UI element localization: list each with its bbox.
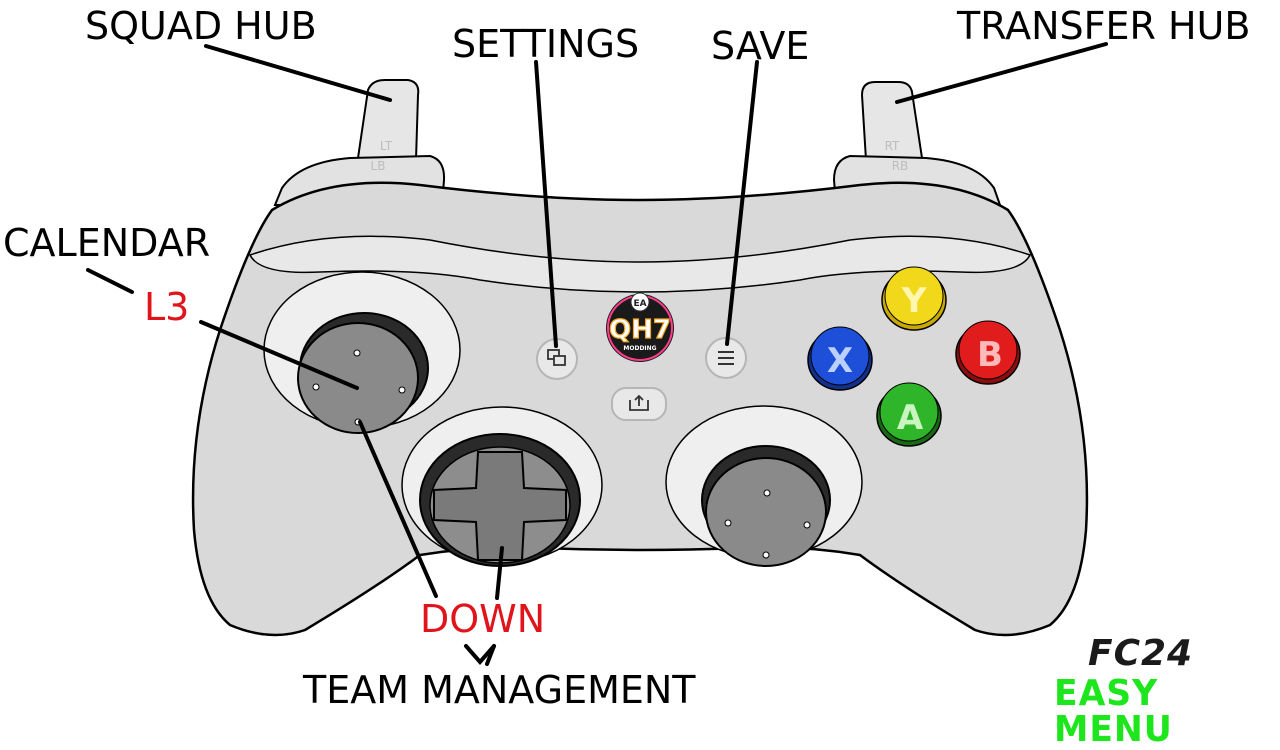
lb-label: LB bbox=[371, 159, 386, 173]
left-stick-dot bbox=[312, 383, 320, 391]
l3-down-line bbox=[358, 420, 438, 598]
logo-main-text: QH7 bbox=[609, 315, 671, 345]
left-stick-dot bbox=[353, 349, 361, 357]
dpad-down-line bbox=[495, 546, 504, 600]
calendar-label: CALENDAR bbox=[3, 221, 211, 265]
right-stick-dot bbox=[803, 521, 811, 529]
a-button-label: A bbox=[897, 398, 924, 438]
l3-label: L3 bbox=[144, 285, 190, 329]
squad-hub-label: SQUAD HUB bbox=[85, 4, 317, 48]
x-button-label: X bbox=[827, 341, 853, 381]
logo-sub-text: MODDING bbox=[623, 345, 656, 352]
controller-top-panel bbox=[248, 235, 1032, 293]
b-button-label: B bbox=[977, 335, 1003, 375]
right-stick bbox=[705, 457, 827, 567]
right-stick-dot bbox=[762, 551, 770, 559]
right-trigger bbox=[860, 81, 924, 162]
right-stick-dot bbox=[724, 519, 732, 527]
team-management-line bbox=[464, 644, 496, 666]
transfer-hub-label: TRANSFER HUB bbox=[957, 4, 1251, 48]
y-button: Y bbox=[881, 266, 947, 331]
rt-label: RT bbox=[885, 139, 900, 153]
settings-label: SETTINGS bbox=[452, 22, 640, 66]
down-label: DOWN bbox=[420, 597, 546, 641]
brand-easy-menu: EASY MENU bbox=[1054, 673, 1173, 750]
b-button: B bbox=[955, 320, 1021, 385]
rb-label: RB bbox=[892, 159, 909, 173]
settings-line bbox=[534, 60, 558, 348]
right-stick-dot bbox=[763, 489, 771, 497]
logo-top-text: EA bbox=[633, 299, 646, 309]
l3-line bbox=[199, 320, 359, 390]
qh7-logo: EA QH7 MODDING bbox=[606, 292, 674, 362]
save-line bbox=[725, 60, 759, 346]
team-management-label: TEAM MANAGEMENT bbox=[303, 668, 696, 712]
dpad-cross bbox=[433, 451, 567, 561]
save-label: SAVE bbox=[711, 24, 810, 68]
view-icon bbox=[547, 349, 566, 366]
transfer-hub-line bbox=[895, 42, 1108, 104]
y-button-label: Y bbox=[901, 281, 927, 321]
squad-hub-line bbox=[204, 44, 392, 102]
leader-lines bbox=[86, 42, 1108, 666]
brand-fc24: FC24 bbox=[1088, 633, 1194, 674]
left-stick bbox=[297, 322, 419, 434]
menu-icon bbox=[718, 351, 734, 365]
team-management-line-right bbox=[485, 644, 496, 666]
a-button: A bbox=[876, 382, 942, 447]
left-trigger bbox=[356, 79, 420, 162]
left-stick-dot bbox=[398, 386, 406, 394]
calendar-line bbox=[86, 268, 134, 294]
lt-label: LT bbox=[380, 139, 393, 153]
x-button: X bbox=[807, 326, 873, 391]
controller-diagram: LT RT LB RB bbox=[86, 42, 1108, 666]
share-icon bbox=[629, 394, 649, 411]
